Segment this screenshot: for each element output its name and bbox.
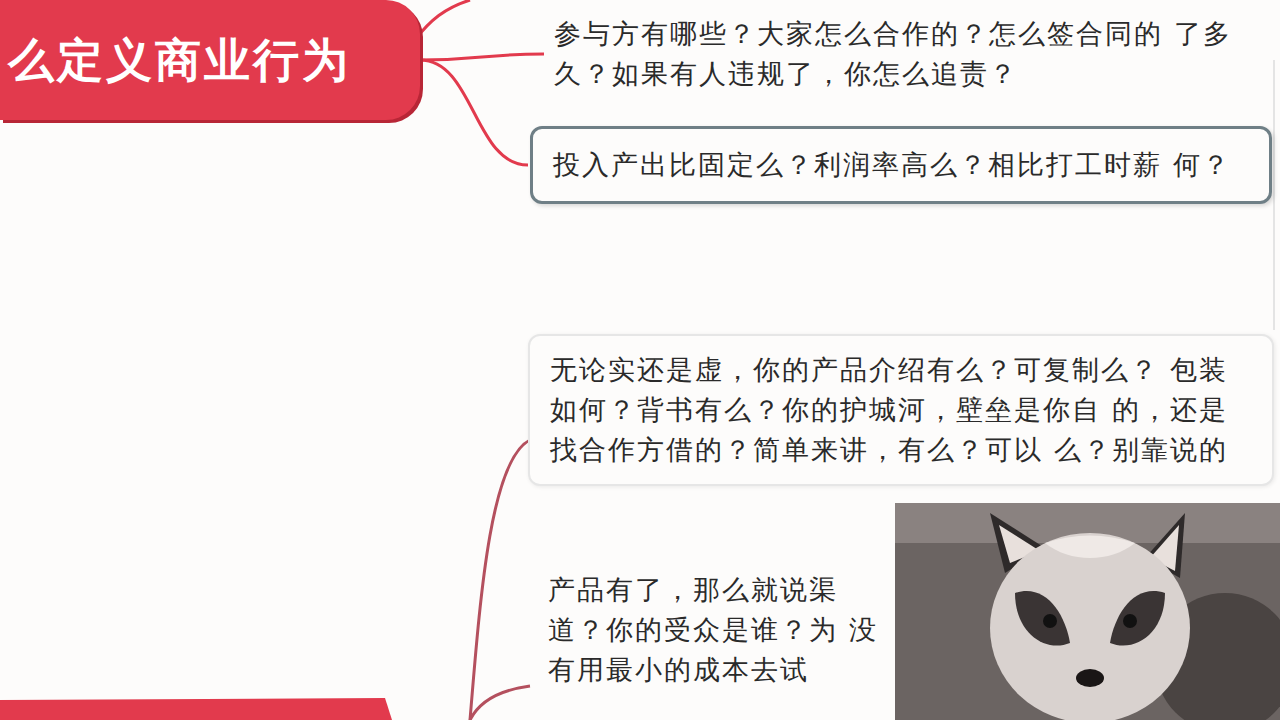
- box-edge: [1273, 60, 1275, 330]
- red-band: [0, 698, 392, 720]
- red-panda-photo: [895, 503, 1280, 720]
- node-text: 参与方有哪些？大家怎么合作的？怎么签合同的 了多久？如果有人违规了，你怎么追责？: [554, 14, 1268, 94]
- question-box: 无论实还是虚，你的产品介绍有么？可复制么？ 包装如何？背书有么？你的护城河，壁垒…: [528, 334, 1274, 486]
- branch-line: [470, 686, 530, 720]
- text-node: 参与方有哪些？大家怎么合作的？怎么签合同的 了多久？如果有人违规了，你怎么追责？: [546, 14, 1276, 94]
- node-text: 投入产出比固定么？利润率高么？相比打工时薪 何？: [553, 145, 1249, 185]
- question-box: 投入产出比固定么？利润率高么？相比打工时薪 何？: [530, 126, 1272, 204]
- text-node: 产品有了，那么就说渠 道？你的受众是谁？为 没有用最小的成本去试: [540, 570, 888, 690]
- node-text: 么定义商业行为: [8, 30, 351, 90]
- branch-line: [415, 0, 470, 40]
- topic-box: 么定义商业行为: [0, 0, 420, 120]
- node-text: 产品有了，那么就说渠 道？你的受众是谁？为 没有用最小的成本去试: [548, 570, 880, 690]
- node-text: 无论实还是虚，你的产品介绍有么？可复制么？ 包装如何？背书有么？你的护城河，壁垒…: [550, 350, 1252, 470]
- branch-connector: [420, 54, 544, 60]
- branch-line: [470, 440, 530, 720]
- branch-connector: [420, 60, 528, 165]
